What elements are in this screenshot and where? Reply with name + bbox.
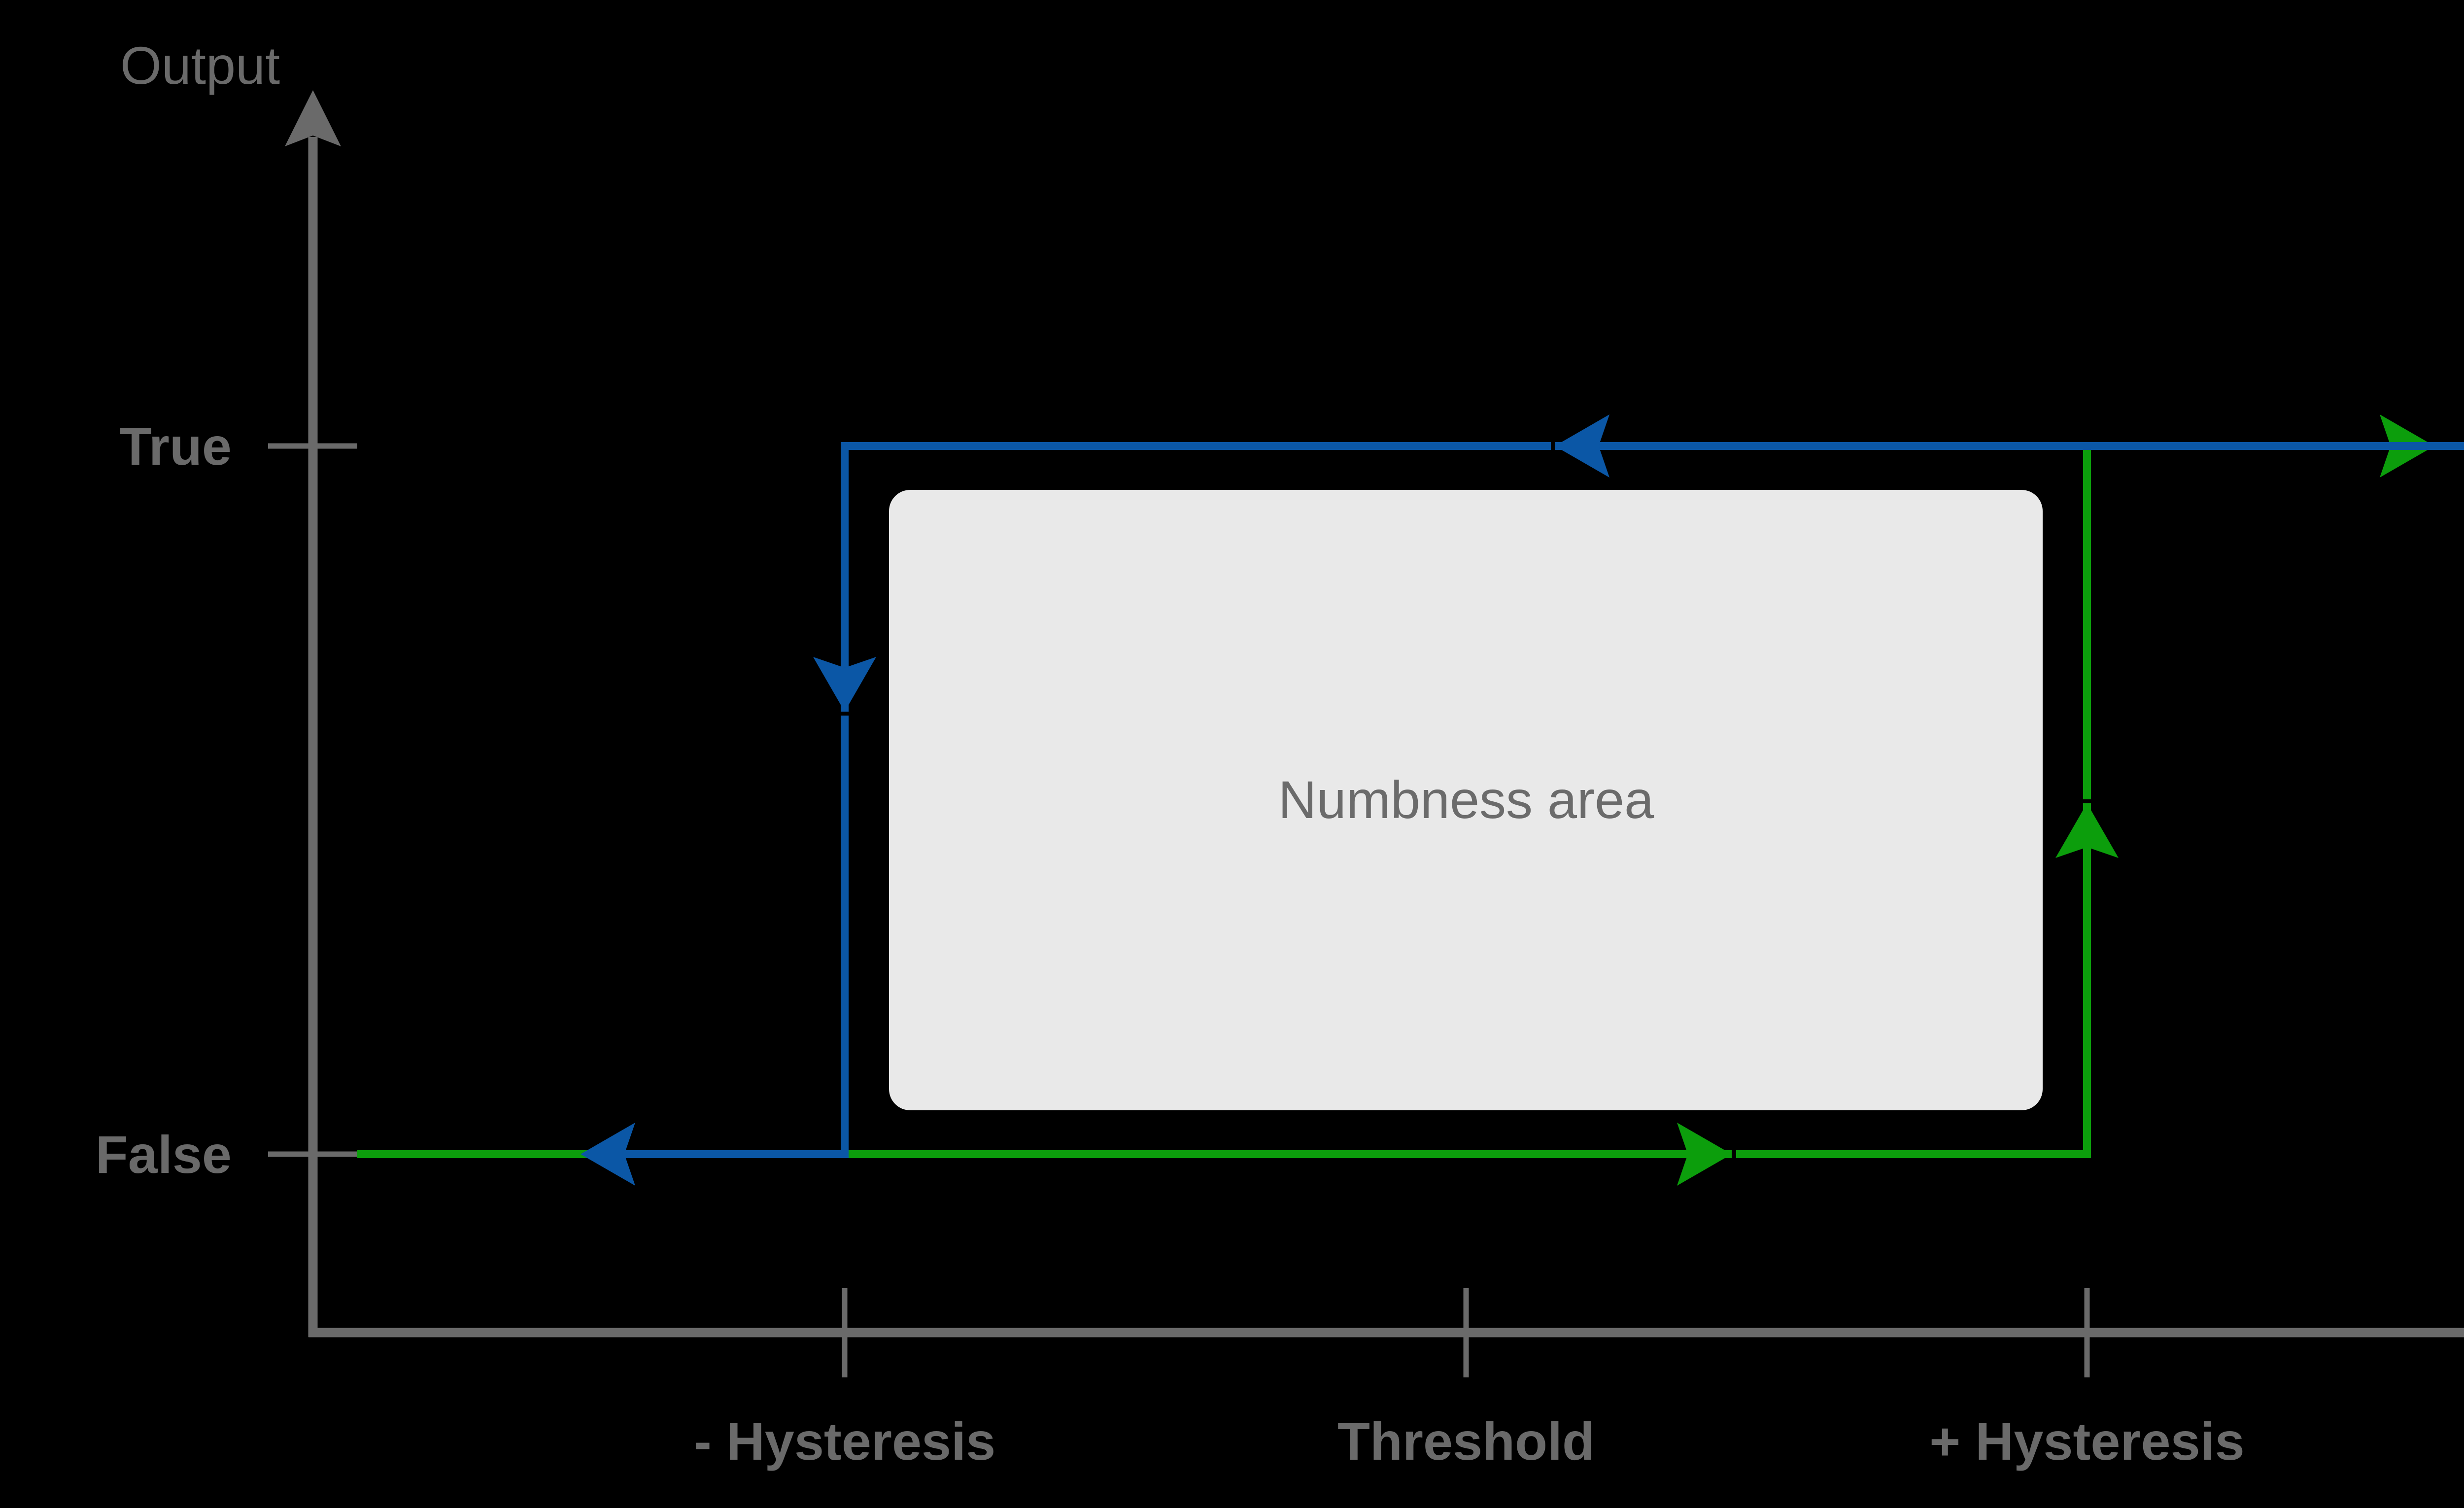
falling-curve-corner-down-segment	[841, 442, 1551, 712]
falling-curve-end-arrow-icon	[581, 1123, 635, 1186]
falling-curve-down-arrow-icon	[813, 657, 876, 712]
x-tick-label-plus-hysteresis: + Hysteresis	[1929, 1411, 2244, 1471]
rising-curve-up-arrow-icon	[2055, 803, 2119, 858]
x-tick-label-minus-hysteresis: - Hysteresis	[694, 1411, 995, 1471]
y-tick-label-false: False	[96, 1125, 232, 1184]
falling-curve-false-segment	[624, 716, 849, 1158]
x-tick-label-threshold: Threshold	[1337, 1411, 1595, 1471]
rising-curve-right-arrow-icon	[1677, 1123, 1732, 1186]
falling-curve-left-arrow-icon	[1555, 414, 1609, 478]
numbness-area-label: Numbness area	[1278, 770, 1654, 829]
y-axis-title: Output	[120, 35, 280, 95]
y-axis-arrowhead-icon	[285, 90, 341, 146]
rising-curve-true-segment	[2083, 442, 2393, 799]
rising-curve-corner-up-segment	[1736, 803, 2091, 1158]
numbness-area-box	[889, 490, 2043, 1110]
y-tick-label-true: True	[119, 416, 232, 476]
